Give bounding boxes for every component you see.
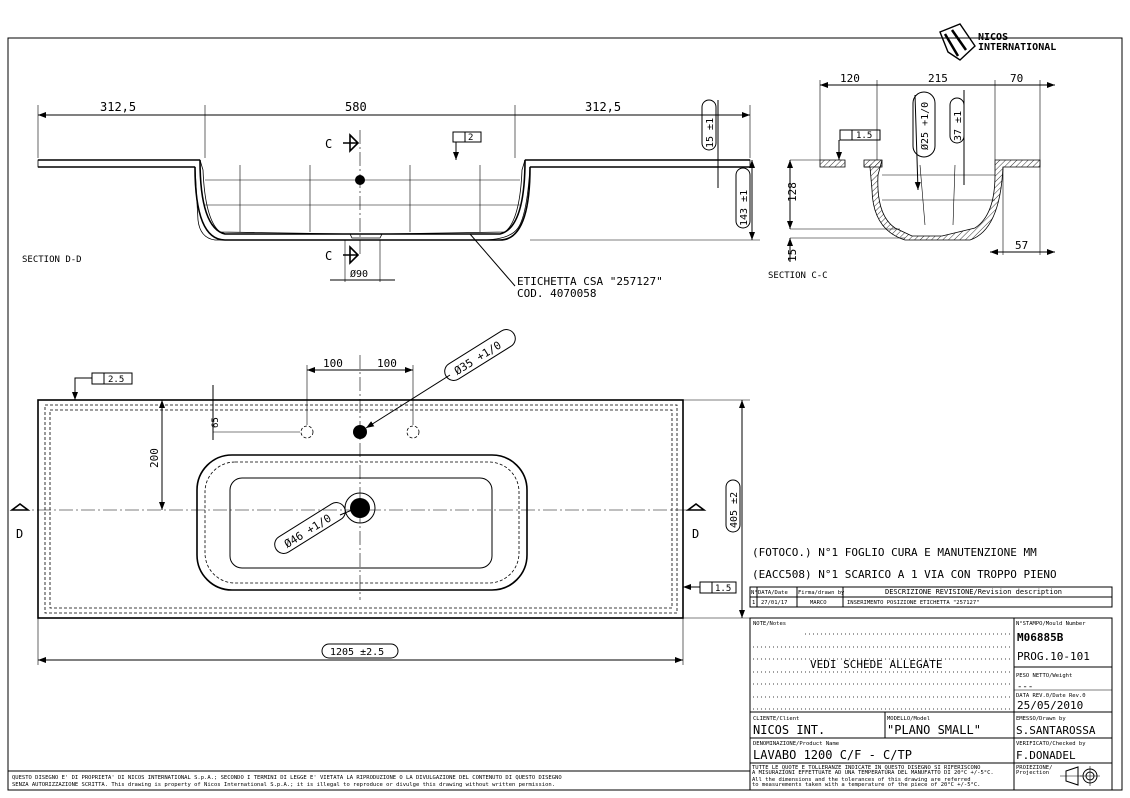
dim-dd-right: 312,5: [585, 100, 621, 114]
weight-label: PESO NETTO/Weight: [1016, 673, 1072, 679]
drain-hole: [350, 498, 370, 518]
footer-line-1: QUESTO DISEGNO E' DI PROPRIETA' DI NICOS…: [12, 775, 562, 781]
rev-row-drawn: MARCO: [810, 600, 827, 606]
model-value: "PLANO SMALL": [887, 723, 981, 737]
rev-header-n: N°: [751, 590, 758, 596]
section-d-d: 312,5 580 312,5 15 ±1 143 ±1 C C Ø90 2 E…: [22, 99, 760, 300]
dim-cc-b: 215: [928, 72, 948, 85]
weight-value: ---: [1017, 682, 1033, 692]
product-value: LAVABO 1200 C/F - C/TP: [753, 748, 912, 762]
logo-text-nicos: NICOS: [978, 32, 1008, 43]
projection-label-en: Projection: [1016, 770, 1049, 776]
tolerance-it-1: TUTTE LE QUOTE E TOLLERANZE INDICATE IN …: [752, 765, 980, 771]
dim-tap-hole: Ø35 +1/0: [452, 339, 504, 378]
tolerance-it-2: A MISURAZIONI EFFETTUATE AD UNA TEMPERAT…: [752, 770, 994, 776]
footer-line-2: SENZA AUTORIZZAZIONE SCRITTA. This drawi…: [12, 782, 555, 788]
rev-row-date: 27/01/17: [761, 600, 788, 606]
drawing-frame: [7, 37, 1123, 791]
flatness-dd: 2: [468, 133, 473, 143]
dim-cc-right: 57: [1015, 239, 1028, 252]
dim-dd-rim: 15 ±1: [705, 118, 716, 148]
label-callout-line1: ETICHETTA CSA "257127": [517, 275, 663, 288]
cut-marker-c-top: C: [325, 137, 332, 151]
logo-mark-icon: [939, 23, 976, 61]
model-label: MODELLO/Model: [887, 716, 930, 722]
tap-hole: [353, 425, 367, 439]
dim-cc-c: 70: [1010, 72, 1023, 85]
dim-hole-spacing-right: 100: [377, 357, 397, 370]
plan-view: D D 100 100 200 65 405 ±2 1205 ±2.5 Ø35 …: [9, 329, 750, 665]
product-label: DENOMINAZIONE/Product Name: [753, 741, 839, 747]
section-dd-label: SECTION D-D: [22, 255, 82, 265]
section-c-c: 128 15 120 215 70 57 Ø25 +1/0 37 ±1 1.5 …: [768, 72, 1055, 281]
checked-value: F.DONADEL: [1016, 749, 1076, 762]
mould-label: N°STAMPO/Mould Number: [1016, 621, 1086, 627]
revision-table: N° DATA/Date Firma/drawn by DESCRIZIONE …: [749, 586, 1113, 608]
rev-header-desc: DESCRIZIONE REVISIONE/Revision descripti…: [885, 588, 1062, 596]
dim-dd-drain: Ø90: [350, 268, 368, 280]
dim-overall-width: 1205 ±2.5: [330, 647, 384, 658]
rev-row-desc: INSERIMENTO POSIZIONE ETICHETTA "257127": [847, 600, 979, 606]
title-block: NOTE/Notes VEDI SCHEDE ALLEGATE N°STAMPO…: [749, 617, 1113, 791]
dim-dd-depth: 143 ±1: [739, 190, 750, 226]
dim-dd-left: 312,5: [100, 100, 136, 114]
client-value: NICOS INT.: [753, 723, 825, 737]
dim-drain-hole: Ø46 +1/0: [282, 512, 334, 551]
flatness-cc: 1.5: [856, 131, 872, 141]
drawn-value: S.SANTAROSSA: [1016, 724, 1096, 737]
dim-cc-a: 120: [840, 72, 860, 85]
note-line-2: (EACC508) N°1 SCARICO A 1 VIA CON TROPPO…: [752, 568, 1057, 581]
dim-cc-depth: 37 ±1: [953, 111, 964, 141]
cut-marker-c-bottom: C: [325, 249, 332, 263]
nicos-logo: NICOS INTERNATIONAL: [939, 23, 1056, 61]
flatness-plan-right: 1.5: [715, 584, 731, 594]
cut-marker-d-right: D: [692, 527, 699, 541]
date-value: 25/05/2010: [1017, 699, 1083, 712]
rev-header-date: DATA/Date: [758, 590, 788, 596]
logo-text-international: INTERNATIONAL: [978, 42, 1056, 53]
label-callout-line2: COD. 4070058: [517, 287, 596, 300]
rev-row-n: 1: [752, 600, 755, 606]
section-cc-label: SECTION C-C: [768, 271, 828, 281]
projection-symbol-icon: [1060, 766, 1100, 786]
dim-depth-to-axis: 200: [148, 448, 161, 468]
cut-marker-d-left: D: [16, 527, 23, 541]
tolerance-en-1: All the dimensions and the tolerances of…: [752, 777, 971, 783]
client-label: CLIENTE/Client: [753, 716, 799, 722]
prog-number: PROG.10-101: [1017, 650, 1090, 663]
dim-cc-height: 128: [786, 182, 799, 202]
dim-dd-middle: 580: [345, 100, 367, 114]
rev-header-drawn: Firma/drawn by: [798, 590, 845, 596]
mould-number: M06885B: [1017, 631, 1064, 644]
flatness-plan-top: 2.5: [108, 375, 124, 385]
dim-cc-hole: Ø25 +1/0: [919, 102, 931, 150]
tolerance-en-2: to measurements taken with a temperature…: [752, 782, 980, 788]
notes-label: NOTE/Notes: [753, 621, 786, 627]
notes-text: VEDI SCHEDE ALLEGATE: [810, 658, 942, 671]
projection-label: PROIEZIONE/: [1016, 765, 1052, 771]
date-label: DATA REV.0/Date Rev.0: [1016, 693, 1086, 699]
drawn-label: EMESSO/Drawn by: [1016, 716, 1066, 722]
note-line-1: (FOTOCO.) N°1 FOGLIO CURA E MANUTENZIONE…: [752, 546, 1037, 559]
dim-hole-offset: 65: [211, 417, 221, 428]
dim-overall-depth: 405 ±2: [729, 492, 740, 528]
dim-hole-spacing-left: 100: [323, 357, 343, 370]
dim-cc-base: 15: [786, 249, 799, 262]
checked-label: VERIFICATO/Checked by: [1016, 741, 1086, 747]
